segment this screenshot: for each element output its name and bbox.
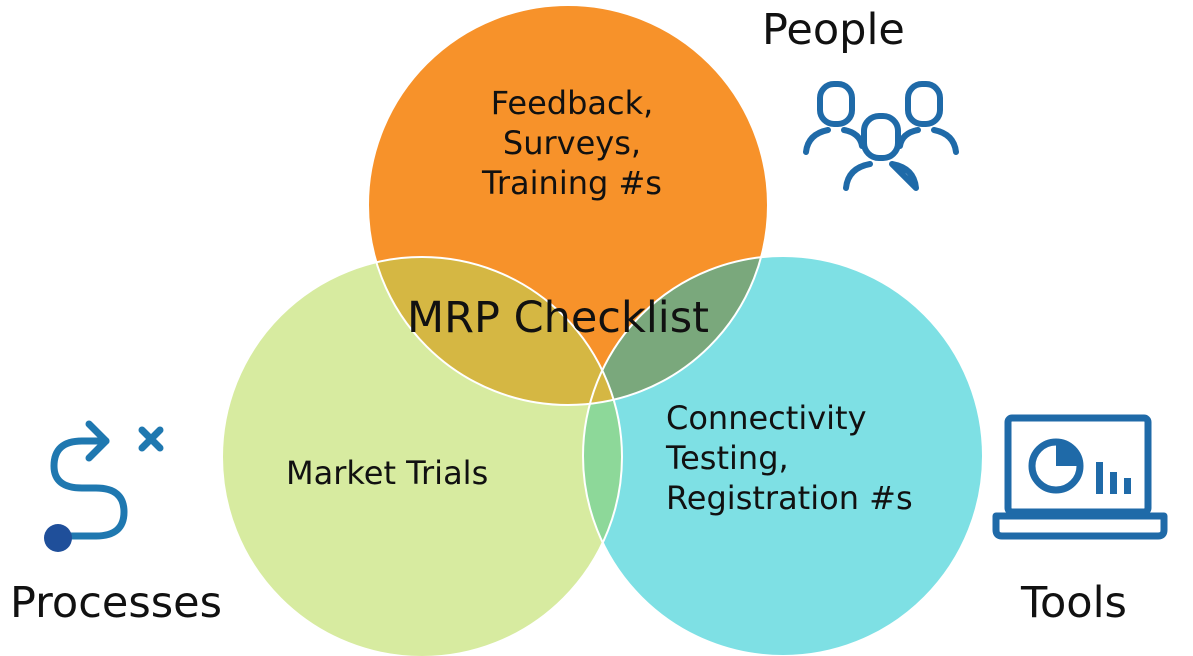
people-content-line: Training #s [482, 164, 662, 202]
people-content-line: Surveys, [502, 124, 642, 162]
overlap-people-processes [368, 257, 622, 405]
people-content: Feedback, Surveys, Training #s [452, 83, 692, 203]
tools-content-line: Testing, [666, 439, 789, 477]
overlap-people-tools [583, 256, 768, 405]
processes-content: Market Trials [286, 453, 488, 493]
laptop-chart-icon [992, 414, 1168, 540]
processes-category-label: Processes [10, 578, 222, 628]
tools-category-label: Tools [1021, 578, 1127, 628]
people-group-icon [803, 81, 959, 191]
processes-circle-outline [221, 256, 623, 656]
tools-content-line: Registration #s [666, 479, 913, 517]
center-label: MRP Checklist [407, 293, 710, 343]
people-category-label: People [762, 5, 905, 55]
tools-circle-outline [582, 255, 984, 656]
tools-content-line: Connectivity [666, 399, 867, 437]
tools-content: Connectivity Testing, Registration #s [666, 398, 913, 518]
people-content-line: Feedback, [490, 84, 654, 122]
processes-content-line: Market Trials [286, 454, 489, 492]
process-path-icon [44, 420, 164, 552]
people-circle-outline [367, 4, 769, 406]
